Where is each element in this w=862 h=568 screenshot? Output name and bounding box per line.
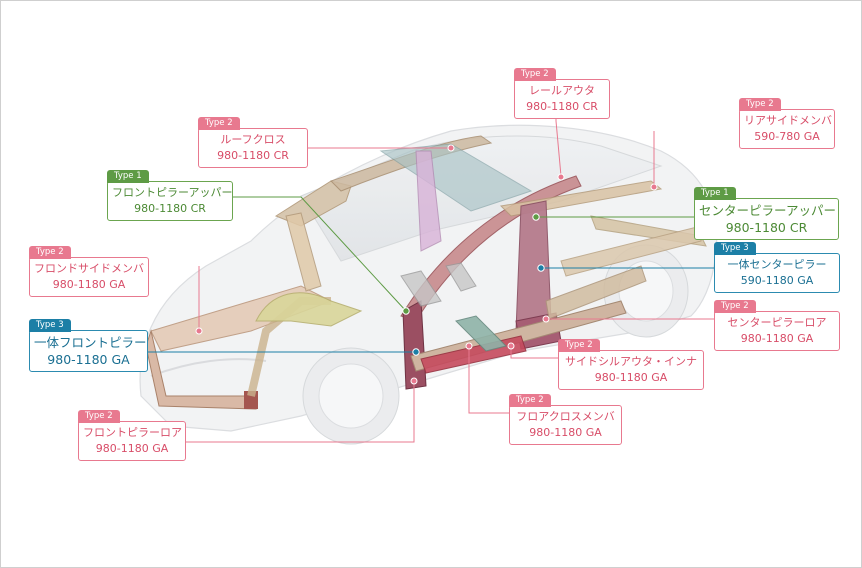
steel-grade: 980-1180 CR [134, 202, 206, 215]
part-name: センターピラーロア [727, 316, 827, 329]
part-name: フロアクロスメンバ [516, 410, 615, 423]
type-tag: Type 1 [107, 170, 149, 183]
steel-grade: 980-1180 GA [740, 332, 814, 345]
part-name: フロントピラーアッパー [112, 186, 233, 199]
steel-grade: 980-1180 CR [217, 149, 289, 162]
type-tag: Type 2 [29, 246, 71, 259]
part-name: サイドシルアウタ・インナ [565, 355, 697, 368]
type-tag: Type 2 [514, 68, 556, 81]
label-rear-side-member: Type 2 リアサイドメンバ 590-780 GA [739, 98, 835, 149]
part-name: 一体センターピラー [727, 258, 827, 271]
part-name: 一体フロントピラー [34, 335, 147, 350]
steel-grade: 980-1180 GA [47, 352, 130, 367]
steel-grade: 980-1180 GA [52, 278, 126, 291]
steel-grade: 980-1180 CR [526, 100, 598, 113]
part-name: フロンドサイドメンバ [34, 262, 144, 275]
steel-grade: 980-1180 CR [725, 220, 808, 235]
type-tag: Type 1 [694, 187, 736, 200]
steel-grade: 980-1180 GA [594, 371, 668, 384]
label-roof-cross: Type 2 ルーフクロス 980-1180 CR [198, 117, 308, 168]
type-tag: Type 2 [739, 98, 781, 111]
label-floor-cross-member: Type 2 フロアクロスメンバ 980-1180 GA [509, 394, 622, 445]
part-name: ルーフクロス [220, 133, 286, 146]
label-rail-outer: Type 2 レールアウタ 980-1180 CR [514, 68, 610, 119]
steel-grade: 980-1180 GA [529, 426, 602, 439]
leader-dots [195, 144, 658, 385]
label-center-pillar-upper: Type 1 センターピラーアッパー 980-1180 CR [694, 187, 839, 240]
steel-grade: 590-780 GA [754, 130, 820, 143]
part-name: センターピラーアッパー [699, 203, 837, 218]
label-center-pillar-integrated: Type 3 一体センターピラー 590-1180 GA [714, 242, 840, 293]
steel-grade: 590-1180 GA [740, 274, 814, 287]
type-tag: Type 2 [714, 300, 756, 313]
label-front-pillar-upper: Type 1 フロントピラーアッパー 980-1180 CR [107, 170, 233, 221]
label-front-pillar-integrated: Type 3 一体フロントピラー 980-1180 GA [29, 319, 148, 372]
part-name: リアサイドメンバ [744, 114, 832, 127]
label-front-side-member: Type 2 フロンドサイドメンバ 980-1180 GA [29, 246, 149, 297]
type-tag: Type 2 [509, 394, 551, 407]
label-center-pillar-lower: Type 2 センターピラーロア 980-1180 GA [714, 300, 840, 351]
type-tag: Type 2 [558, 339, 600, 352]
type-tag: Type 2 [198, 117, 240, 130]
label-side-sill: Type 2 サイドシルアウタ・インナ 980-1180 GA [558, 339, 704, 390]
steel-grade: 980-1180 GA [95, 442, 169, 455]
type-tag: Type 3 [714, 242, 756, 255]
label-front-pillar-lower: Type 2 フロントピラーロア 980-1180 GA [78, 410, 186, 461]
part-name: レールアウタ [529, 84, 595, 97]
leader-lines [148, 116, 714, 443]
part-name: フロントピラーロア [83, 426, 182, 439]
type-tag: Type 3 [29, 319, 71, 332]
type-tag: Type 2 [78, 410, 120, 423]
